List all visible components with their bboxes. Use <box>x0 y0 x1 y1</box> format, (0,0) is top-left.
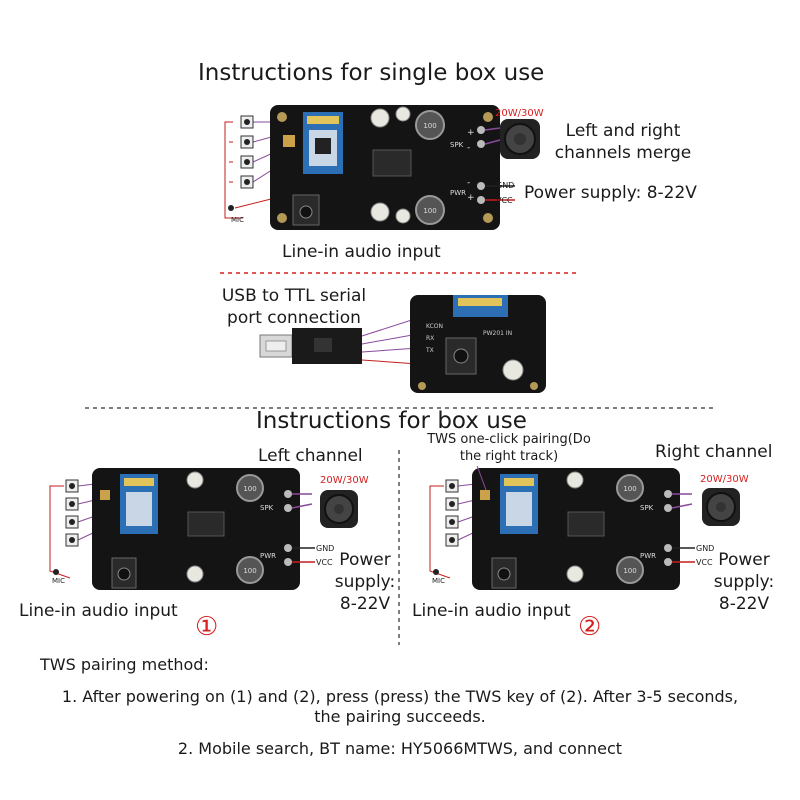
tws-step-1: 1. After powering on (1) and (2), press … <box>30 687 770 727</box>
usb-ttl-line2: port connection <box>227 308 361 328</box>
usb-ttl-label: USB to TTL serial port connection <box>214 285 374 329</box>
tws-step-2: 2. Mobile search, BT name: HY5066MTWS, a… <box>177 739 623 758</box>
svg-text:100: 100 <box>243 567 256 575</box>
svg-text:+: + <box>467 193 475 203</box>
mic-icon <box>228 205 234 211</box>
svg-text:-: - <box>467 143 470 153</box>
right-vcc-label: VCC <box>696 558 713 567</box>
merge-label-line2: channels merge <box>554 143 692 163</box>
right-power-line1: Power <box>718 550 770 570</box>
single-box-title: Instructions for single box use <box>198 60 545 86</box>
usb-ttl-adapter-diagram: KCON RX TX PW201 IN <box>259 295 546 393</box>
gray-dashed-divider <box>85 407 715 409</box>
inductor <box>415 195 445 225</box>
left-board-marker: ① <box>195 612 219 642</box>
speaker-rating: 20W/30W <box>495 108 544 119</box>
left-board-diagram: MIC 100 100 SPK PWR <box>49 468 315 590</box>
gnd-label: GND <box>496 181 515 190</box>
merge-label-line1: Left and right <box>565 121 681 141</box>
power-supply-label: Power supply: 8-22V <box>524 183 697 203</box>
left-speaker-icon <box>320 490 358 528</box>
svg-text:+: + <box>467 128 475 138</box>
svg-text:SPK: SPK <box>450 141 464 149</box>
usb-ttl-line1: USB to TTL serial <box>221 286 367 306</box>
svg-text:100: 100 <box>243 485 256 493</box>
tws-pairing-label: TWS one-click pairing(Do the right track… <box>414 431 604 465</box>
tws-step-1-line1: 1. After powering on (1) and (2), press … <box>61 687 739 706</box>
right-speaker-icon <box>702 488 740 526</box>
tactile-buttons <box>240 115 254 189</box>
left-power-label: Power supply: 8-22V <box>330 549 400 615</box>
svg-text:MIC: MIC <box>52 577 65 585</box>
left-gnd-label: GND <box>316 544 335 553</box>
svg-text:SPK: SPK <box>640 504 654 512</box>
vertical-dashed-divider <box>398 450 400 645</box>
svg-text:KCON: KCON <box>426 323 443 330</box>
vcc-label: VCC <box>496 196 513 205</box>
right-line-in-label: Line-in audio input <box>412 601 571 621</box>
svg-text:TX: TX <box>425 347 434 354</box>
amplifier-chip <box>372 149 412 177</box>
left-channel-label: Left channel <box>258 446 363 466</box>
svg-text:MIC: MIC <box>231 216 244 224</box>
svg-text:RX: RX <box>426 335 434 342</box>
right-speaker-rating: 20W/30W <box>700 474 749 485</box>
right-channel-label: Right channel <box>655 442 773 462</box>
tws-line1: TWS one-click pairing(Do <box>427 432 591 447</box>
tws-step-1-line2: the pairing succeeds. <box>314 707 486 726</box>
button-wires <box>224 121 276 219</box>
left-power-line1: Power <box>339 550 391 570</box>
svg-text:PWR: PWR <box>260 552 276 560</box>
svg-text:PWR: PWR <box>640 552 656 560</box>
right-board-marker: ② <box>578 612 602 642</box>
right-gnd-label: GND <box>696 544 715 553</box>
svg-text:SPK: SPK <box>260 504 274 512</box>
left-power-line3: 8-22V <box>339 594 391 614</box>
right-power-line3: 8-22V <box>718 594 770 614</box>
svg-text:100: 100 <box>423 122 436 130</box>
tws-line2: the right track) <box>459 449 559 464</box>
right-power-line2: supply: <box>713 572 775 592</box>
svg-text:100: 100 <box>623 567 636 575</box>
red-dashed-divider <box>220 272 580 274</box>
speaker-icon <box>500 119 540 159</box>
svg-text:100: 100 <box>623 485 636 493</box>
left-power-line2: supply: <box>334 572 396 592</box>
svg-text:PWR: PWR <box>450 189 466 197</box>
left-line-in-label: Line-in audio input <box>19 601 178 621</box>
left-speaker-rating: 20W/30W <box>320 475 369 486</box>
svg-text:MIC: MIC <box>432 577 445 585</box>
tws-method-heading: TWS pairing method: <box>40 655 209 674</box>
inductor <box>415 110 445 140</box>
svg-text:-: - <box>467 178 470 188</box>
svg-text:100: 100 <box>423 207 436 215</box>
line-in-label: Line-in audio input <box>282 242 441 262</box>
right-power-label: Power supply: 8-22V <box>709 549 779 615</box>
single-box-board-diagram: 100 100 SPK PWR + - - + MIC <box>224 105 515 230</box>
right-board-diagram: MIC 100 100 SPK PWR <box>429 466 695 590</box>
svg-text:PW201 IN: PW201 IN <box>483 330 512 337</box>
box-use-title: Instructions for box use <box>256 408 527 434</box>
channel-merge-label: Left and right channels merge <box>548 120 698 164</box>
left-vcc-label: VCC <box>316 558 333 567</box>
